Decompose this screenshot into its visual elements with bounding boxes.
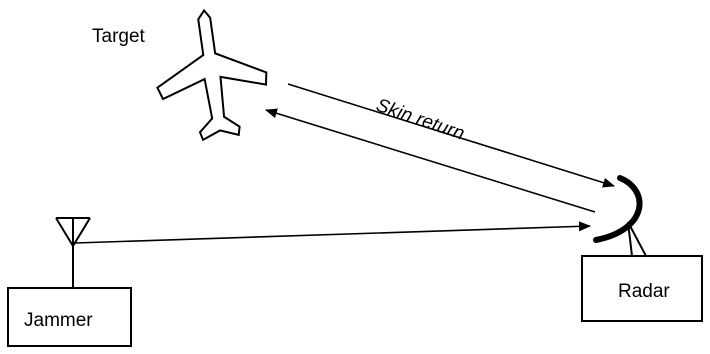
jammer-antenna-icon bbox=[56, 218, 90, 288]
radar-label: Radar bbox=[618, 281, 670, 302]
jammer-label: Jammer bbox=[24, 310, 93, 331]
arrow-jammer-to-radar bbox=[75, 226, 590, 243]
aircraft-icon bbox=[148, 3, 275, 145]
target-label: Target bbox=[92, 26, 146, 47]
skin-return-label: Skin return bbox=[373, 95, 467, 145]
radar-dish-icon bbox=[596, 178, 646, 256]
arrow-target-to-radar bbox=[288, 84, 614, 186]
